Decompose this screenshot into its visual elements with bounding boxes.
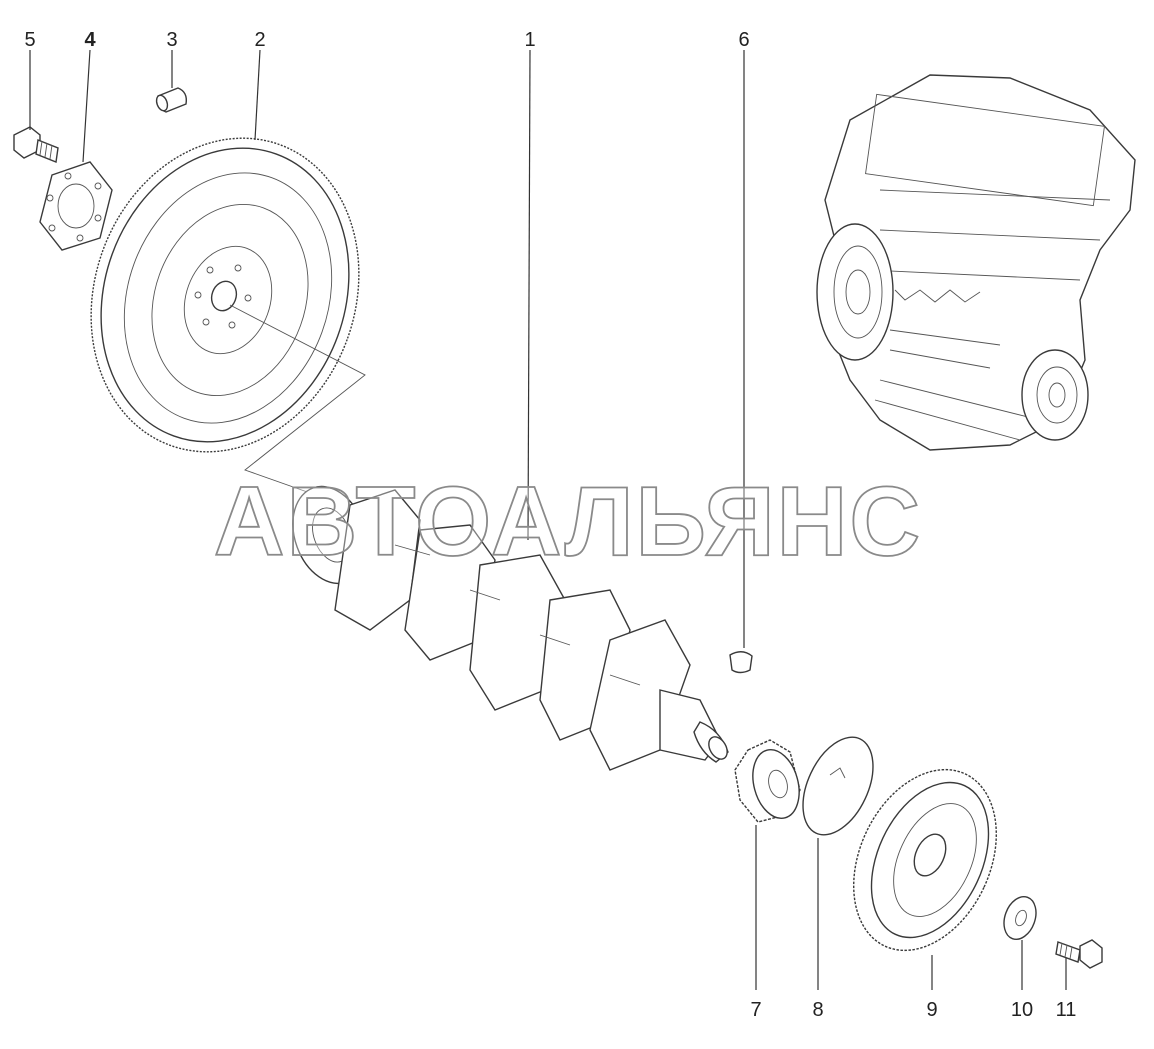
- callout-1: 1: [524, 29, 535, 51]
- callout-11: 11: [1056, 999, 1077, 1021]
- callout-4: 4: [84, 29, 96, 51]
- flywheel-bolt-holes: [194, 264, 252, 329]
- leader-lines: [29, 49, 1067, 990]
- crankshaft-part: [292, 485, 729, 771]
- watermark-text: АВТОАЛЬЯНС: [214, 466, 922, 576]
- callout-2: 2: [254, 29, 265, 51]
- woodruff-key-part: [729, 651, 753, 674]
- engine-pulley-right-illustration: [1021, 349, 1089, 441]
- pulley-bolt-part: [1055, 939, 1103, 969]
- callout-7: 7: [750, 999, 761, 1021]
- callout-10: 10: [1011, 999, 1033, 1021]
- callout-9: 9: [926, 999, 937, 1021]
- engine-assembly-illustration: [816, 74, 1136, 451]
- callout-3: 3: [166, 29, 177, 51]
- callout-labels: 5 4 3 2 1 6 7 8 9 10 11: [24, 29, 1076, 1021]
- callout-6: 6: [738, 29, 749, 51]
- crankshaft-sprocket-part: [734, 739, 801, 823]
- flywheel-part: [90, 137, 360, 453]
- dowel-pin-part: [155, 87, 188, 113]
- bolt-plate-part: [39, 161, 113, 251]
- callout-8: 8: [812, 999, 823, 1021]
- callout-5: 5: [24, 29, 35, 51]
- flywheel-bolt-part: [13, 126, 59, 163]
- pulley-washer-part: [1003, 895, 1037, 941]
- engine-pulley-left-illustration: [816, 223, 894, 361]
- crankshaft-pulley-part: [853, 768, 997, 952]
- thrust-washer-part: [802, 736, 874, 836]
